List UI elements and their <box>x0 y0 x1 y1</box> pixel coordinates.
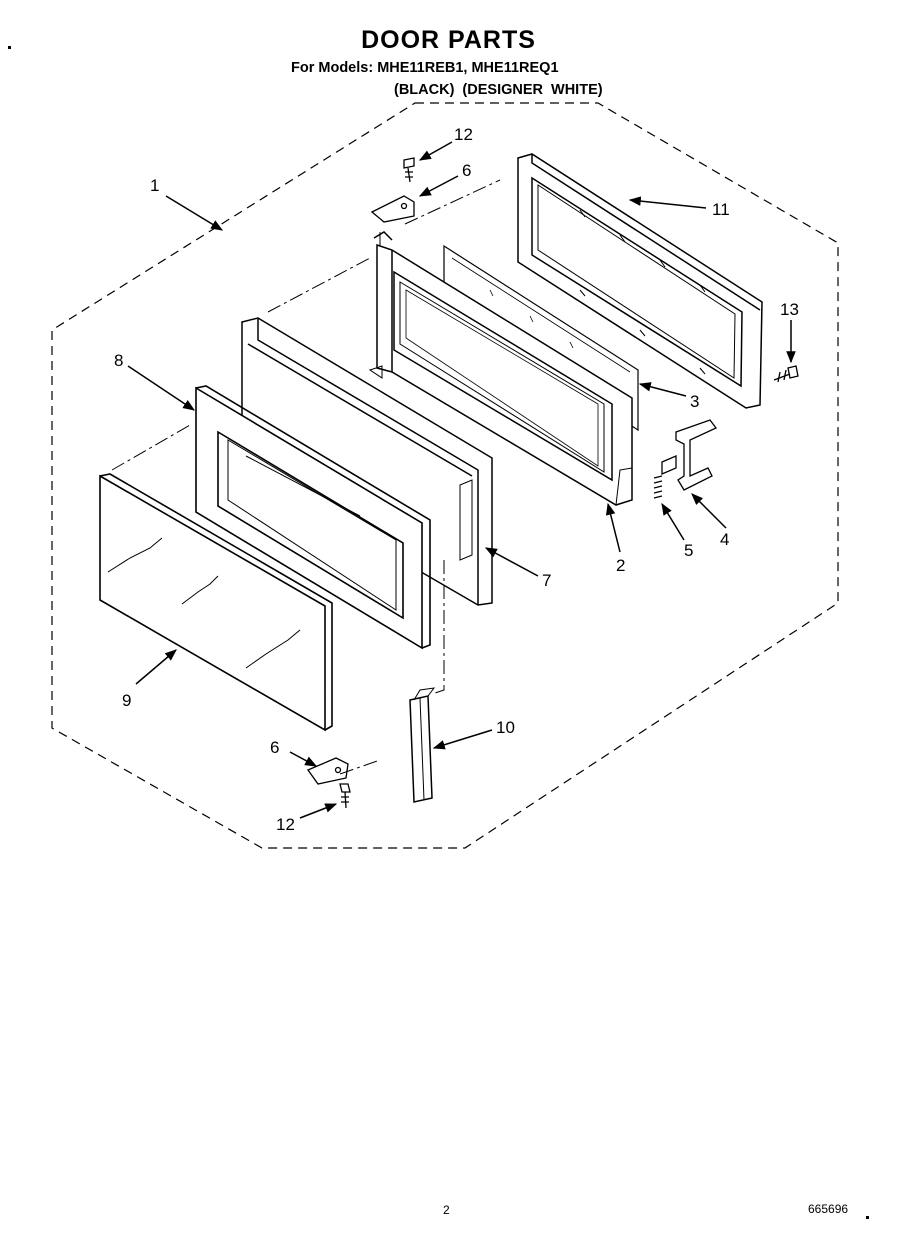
callout-13: 13 <box>780 300 799 319</box>
leader-3 <box>638 382 687 397</box>
part-11-choke-frame <box>517 153 763 409</box>
callout-3: 3 <box>690 392 699 411</box>
leader-9 <box>135 649 177 685</box>
leader-8 <box>127 365 195 411</box>
corner-mark-top <box>8 46 11 49</box>
part-10-handle <box>409 687 436 803</box>
callout-1: 1 <box>150 176 159 195</box>
callout-10: 10 <box>496 718 515 737</box>
callout-6: 6 <box>462 161 471 180</box>
alignment-lines <box>111 179 501 775</box>
leader-12a <box>418 141 453 161</box>
callout-12-lower: 12 <box>276 815 295 834</box>
callout-9: 9 <box>122 691 131 710</box>
color-variants: (BLACK) (DESIGNER WHITE) <box>394 82 603 98</box>
leader-12b <box>299 803 338 819</box>
part-6-upper-hinge <box>370 195 415 223</box>
part-4-latch <box>661 419 718 491</box>
model-numbers: For Models: MHE11REB1, MHE11REQ1 <box>291 60 559 76</box>
document-number: 665696 <box>808 1202 849 1216</box>
part-9-door-glass <box>99 473 333 732</box>
part-13-screw <box>773 365 799 383</box>
part-12-upper-screw <box>403 157 415 183</box>
leader-10 <box>432 729 493 750</box>
part-5-spring <box>653 475 663 499</box>
leader-1 <box>165 195 224 231</box>
leader-7 <box>484 547 539 577</box>
callout-6-lower: 6 <box>270 738 279 757</box>
leader-lines <box>127 141 796 819</box>
leader-5 <box>661 502 685 541</box>
callout-12: 12 <box>454 125 473 144</box>
callout-7: 7 <box>542 571 551 590</box>
callout-11: 11 <box>712 200 730 219</box>
leader-6a <box>418 175 459 197</box>
part-2-inner-door-panel <box>368 231 633 506</box>
callout-2: 2 <box>616 556 625 575</box>
leader-6b <box>289 751 318 767</box>
part-6-lower-hinge <box>307 757 349 785</box>
part-12-lower-screw <box>339 783 351 809</box>
callout-labels: 1 12 6 11 13 8 3 4 5 2 7 9 10 6 12 <box>114 125 799 834</box>
leader-2 <box>605 502 621 553</box>
page-title: DOOR PARTS <box>361 26 536 54</box>
leader-4 <box>691 493 727 529</box>
callout-8: 8 <box>114 351 123 370</box>
callout-4: 4 <box>720 530 729 549</box>
callout-5: 5 <box>684 541 693 560</box>
leader-11 <box>628 196 707 209</box>
corner-mark-bottom <box>866 1216 869 1219</box>
part-8-door-trim <box>195 385 431 650</box>
page-number: 2 <box>443 1203 450 1217</box>
assembly-boundary <box>51 102 839 849</box>
